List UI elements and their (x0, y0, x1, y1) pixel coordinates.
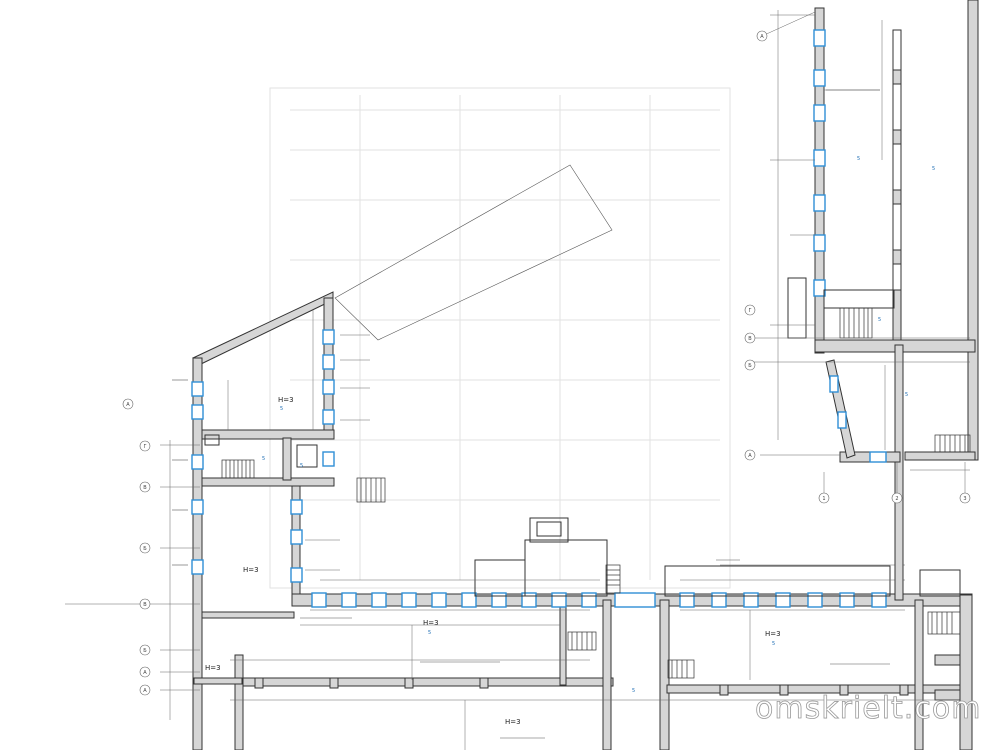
axis-mark: В (744, 332, 756, 344)
room-number-label: 5 (632, 688, 635, 694)
axis-mark: В (139, 481, 151, 493)
axis-label: А (126, 402, 130, 408)
room-height-label: H=3 (205, 664, 221, 672)
axis-label: В (143, 485, 147, 491)
axis-mark: Б (744, 359, 756, 371)
axis-mark: 3 (959, 492, 971, 504)
outer-stair (356, 477, 386, 503)
bottom-stair-right (927, 611, 961, 635)
axis-mark: А (122, 398, 134, 410)
axis-mark: Б (139, 542, 151, 554)
room-height-label: H=3 (765, 630, 781, 638)
axis-label: А (748, 453, 752, 459)
left-wing (65, 291, 386, 750)
axis-mark: Б (139, 644, 151, 656)
right-lower-stair (934, 434, 971, 453)
right-wing (750, 0, 979, 601)
axis-mark: Г (139, 440, 151, 452)
axis-label: А (143, 670, 147, 676)
entry-stair (605, 564, 621, 594)
axis-markers: А Г В Б В Б А А А Г В Б А 1 2 3 (122, 30, 971, 696)
axis-mark: 2 (891, 492, 903, 504)
axis-label: А (143, 688, 147, 694)
room-number-label: 5 (428, 630, 431, 636)
room-number-label: 5 (878, 317, 881, 323)
axis-mark: А (756, 30, 768, 42)
room-height-label: H=3 (423, 619, 439, 627)
axis-label: 2 (895, 496, 898, 502)
room-number-label: 5 (905, 392, 908, 398)
axis-mark: А (744, 449, 756, 461)
bottom-stair-left (567, 631, 597, 651)
room-height-label: H=3 (278, 396, 294, 404)
axis-mark: А (139, 684, 151, 696)
bottom-stair-mid (667, 659, 695, 679)
room-number-label: 5 (932, 166, 935, 172)
left-stair (221, 459, 255, 479)
axis-label: Г (143, 444, 146, 450)
axis-label: Г (748, 308, 751, 314)
room-number-label: 5 (772, 641, 775, 647)
axis-label: Б (748, 363, 752, 369)
axis-label: Б (143, 546, 147, 552)
room-number-label: 5 (857, 156, 860, 162)
axis-mark: 1 (818, 492, 830, 504)
room-height-label: H=3 (505, 718, 521, 726)
annotation-notes (172, 89, 890, 739)
axis-label: В (748, 336, 752, 342)
room-height-label: H=3 (243, 566, 259, 574)
axis-mark: А (139, 666, 151, 678)
room-number-label: 5 (300, 463, 303, 469)
axis-label: А (760, 34, 764, 40)
axis-label: 1 (822, 496, 825, 502)
bottom-wing (230, 517, 973, 750)
room-labels: H=3 H=3 H=3 H=3 H=3 H=3 5 5 5 5 5 5 5 5 … (205, 156, 935, 726)
axis-label: Б (143, 648, 147, 654)
axis-label: В (143, 602, 147, 608)
room-number-label: 5 (262, 456, 265, 462)
room-number-label: 5 (280, 406, 283, 412)
background-ghost-drawing (269, 87, 731, 589)
axis-mark: Г (744, 304, 756, 316)
axis-label: 3 (963, 496, 966, 502)
right-stair (839, 307, 873, 339)
watermark-text: omskrielt.com (755, 691, 981, 726)
axis-mark: В (139, 598, 151, 610)
angled-annex-outline (334, 164, 613, 341)
